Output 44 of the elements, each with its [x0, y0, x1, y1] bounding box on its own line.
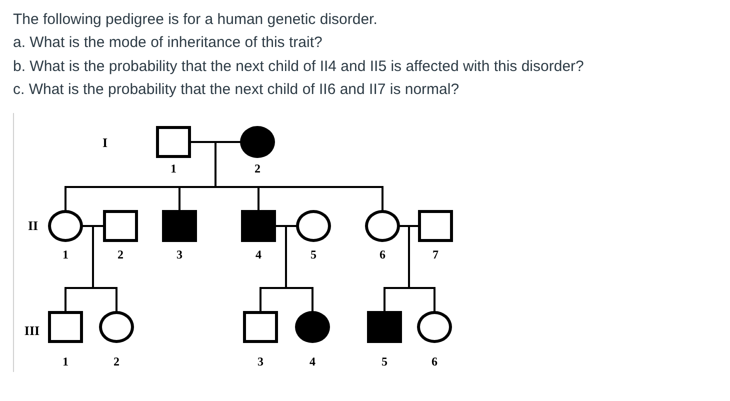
individual-number: 7 [432, 248, 438, 262]
individual-number: 2 [114, 356, 120, 368]
descent-line [214, 186, 260, 188]
descent-line [260, 287, 287, 312]
descent-line [92, 225, 94, 289]
descent-line [258, 186, 260, 211]
descent-line [214, 141, 216, 188]
mating-line [82, 225, 94, 227]
descent-line [285, 225, 287, 289]
individual-number: 1 [62, 248, 68, 262]
individual-number: 1 [62, 356, 68, 368]
mating-line [214, 141, 241, 143]
descent-line [408, 287, 436, 312]
individual-number: 2 [254, 162, 260, 176]
individual-number: 1 [170, 162, 176, 176]
mating-line [92, 225, 104, 227]
individual-number: 3 [176, 248, 182, 262]
descent-line [64, 186, 180, 211]
descent-line [64, 287, 94, 312]
mating-line [285, 225, 297, 227]
individual-number: 4 [256, 248, 262, 262]
question-text: a. What is the mode of inheritance of this trait? [13, 33, 322, 53]
question-text: b. What is the probability that the next child of II4 and II5 is affected with this disorder? [13, 57, 584, 77]
generation-label: III [24, 324, 40, 338]
descent-line [408, 225, 410, 289]
question-text: c. What is the probability that the next child of II6 and II7 is normal? [13, 80, 460, 100]
individual-number: 4 [310, 356, 316, 368]
generation-label: II [28, 219, 38, 233]
individual-number: 6 [432, 356, 438, 368]
mating-line [190, 141, 216, 143]
descent-line [384, 287, 410, 312]
individual-number: 6 [380, 248, 386, 262]
descent-line [178, 186, 216, 188]
individual-number: 5 [310, 248, 316, 262]
generation-label: I [102, 136, 108, 150]
descent-line [92, 287, 118, 312]
title-text: The following pedigree is for a human genetic disorder. [13, 10, 378, 30]
mating-line [275, 225, 287, 227]
descent-line [285, 287, 314, 312]
individual-number: 3 [258, 356, 264, 368]
descent-line [258, 186, 384, 211]
descent-line [178, 186, 180, 211]
individual-number: 2 [118, 248, 124, 262]
individual-number: 5 [382, 356, 388, 368]
